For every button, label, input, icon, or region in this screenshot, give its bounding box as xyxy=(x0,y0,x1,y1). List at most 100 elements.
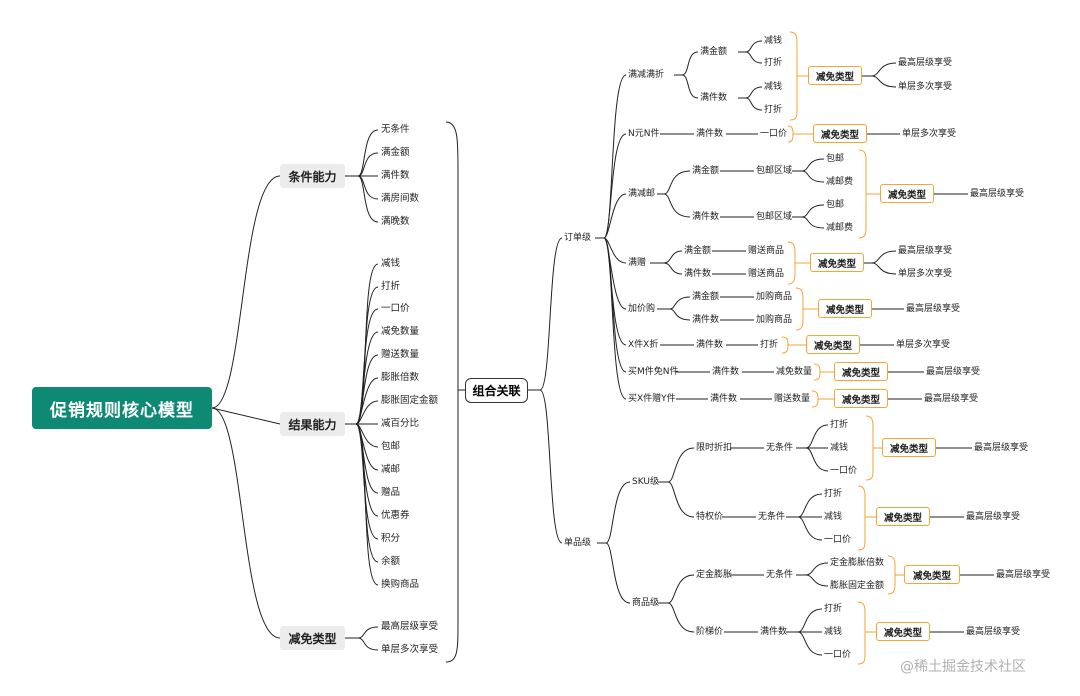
condition-label: 满金额 xyxy=(684,246,712,256)
condition-item: 满件数 xyxy=(381,170,410,181)
condition-label: 无条件 xyxy=(758,512,786,522)
result-label: 减钱 xyxy=(764,36,783,46)
reduction-option: 最高层级享受 xyxy=(898,246,953,256)
reduction-option: 最高层级享受 xyxy=(966,512,1021,522)
reduction-option: 最高层级享受 xyxy=(898,58,953,68)
result-label: 打折 xyxy=(830,420,849,430)
result-item: 余额 xyxy=(381,556,401,567)
result-label: 减邮费 xyxy=(826,223,854,233)
order-level-node: 订单级 xyxy=(564,233,592,243)
condition-label: 满金额 xyxy=(692,292,720,302)
sku-tqj-node: 特权价 xyxy=(696,512,724,522)
condition-label: 满件数 xyxy=(684,269,712,279)
reduction-type-node: 减免类型 xyxy=(280,626,345,650)
result-label: 打折 xyxy=(760,340,779,350)
reduction-type-box: 减免类型 xyxy=(876,622,930,641)
reduction-option: 最高层级享受 xyxy=(906,304,961,314)
condition-label: 满件数 xyxy=(712,367,740,377)
reduction-type-box: 减免类型 xyxy=(834,362,888,381)
reduction-option: 最高层级享受 xyxy=(966,627,1021,637)
reduction-type-box: 减免类型 xyxy=(880,184,934,203)
result-label: 赠送商品 xyxy=(748,246,785,256)
reduction-option: 最高层级享受 xyxy=(924,394,979,404)
reduction-type-box: 减免类型 xyxy=(818,299,872,318)
reduction-item: 单层多次享受 xyxy=(381,644,439,655)
result-label: 减钱 xyxy=(830,443,849,453)
result-label: 包邮 xyxy=(826,154,845,164)
result-item: 一口价 xyxy=(381,303,410,314)
condition-item: 满金额 xyxy=(381,147,410,158)
result-label: 减钱 xyxy=(824,627,843,637)
result-label: 赠送商品 xyxy=(748,269,785,279)
result-label: 打折 xyxy=(824,489,843,499)
reduction-option: 单层多次享受 xyxy=(898,269,953,279)
result-item: 包邮 xyxy=(381,441,401,452)
reduction-type-box: 减免类型 xyxy=(813,124,867,143)
reduction-option: 单层多次享受 xyxy=(898,82,953,92)
order-xjxz-node: X件X折 xyxy=(628,340,659,350)
product-level-node: 商品级 xyxy=(632,598,660,608)
result-label: 减钱 xyxy=(824,512,843,522)
reduction-type-box: 减免类型 xyxy=(882,438,936,457)
result-item: 膨胀固定金额 xyxy=(381,395,439,406)
reduction-type-box: 减免类型 xyxy=(904,565,960,584)
condition-label: 满件数 xyxy=(692,212,720,222)
result-label: 定金膨胀倍数 xyxy=(830,558,885,568)
result-label: 包邮 xyxy=(826,200,845,210)
condition-item: 无条件 xyxy=(381,124,410,135)
result-item: 减邮 xyxy=(381,464,401,475)
condition-label: 满件数 xyxy=(692,315,720,325)
reduction-option: 最高层级享受 xyxy=(926,367,981,377)
result-label: 减钱 xyxy=(764,82,783,92)
reduction-type-box: 减免类型 xyxy=(808,66,862,85)
result-label: 加购商品 xyxy=(756,292,793,302)
reduction-type-box: 减免类型 xyxy=(876,507,930,526)
combination-node: 组合关联 xyxy=(465,378,528,403)
result-capability-node: 结果能力 xyxy=(280,412,345,436)
order-mjmz-node: 满减满折 xyxy=(628,70,665,80)
order-mz-node: 满赠 xyxy=(628,258,647,268)
reduction-type-box: 减免类型 xyxy=(810,253,864,272)
result-label: 一口价 xyxy=(830,466,858,476)
condition-label: 满件数 xyxy=(696,340,724,350)
order-mxzy-node: 买X件赠Y件 xyxy=(628,394,676,404)
result-label: 加购商品 xyxy=(756,315,793,325)
zone-label: 包邮区域 xyxy=(756,212,793,222)
sku-xszk-node: 限时折扣 xyxy=(696,443,733,453)
reduction-type-box: 减免类型 xyxy=(806,335,860,354)
reduction-option: 最高层级享受 xyxy=(970,189,1025,199)
condition-label: 满金额 xyxy=(692,166,720,176)
result-item: 优惠券 xyxy=(381,510,410,521)
order-nyn-node: N元N件 xyxy=(628,129,660,139)
result-item: 减钱 xyxy=(381,258,401,269)
reduction-type-box: 减免类型 xyxy=(834,389,888,408)
result-label: 一口价 xyxy=(760,129,788,139)
result-item: 打折 xyxy=(381,281,401,292)
product-djpz-node: 定金膨胀 xyxy=(696,570,733,580)
item-level-node: 单品级 xyxy=(564,538,592,548)
order-mjy-node: 满减邮 xyxy=(628,189,656,199)
result-label: 打折 xyxy=(824,604,843,614)
result-label: 膨胀固定金额 xyxy=(830,581,885,591)
watermark: @稀土掘金技术社区 xyxy=(900,659,1026,675)
result-item: 减百分比 xyxy=(381,418,420,429)
order-jjg-node: 加价购 xyxy=(628,304,656,314)
result-label: 一口价 xyxy=(824,650,852,660)
condition-capability-node: 条件能力 xyxy=(280,164,345,188)
result-item: 换购商品 xyxy=(381,579,420,590)
result-label: 减免数量 xyxy=(776,367,813,377)
condition-item: 满晚数 xyxy=(381,216,410,227)
zone-label: 包邮区域 xyxy=(756,166,793,176)
order-mmmn-node: 买M件免N件 xyxy=(628,367,679,377)
condition-label: 满件数 xyxy=(696,129,724,139)
condition-label: 满件数 xyxy=(710,394,738,404)
result-label: 打折 xyxy=(764,58,783,68)
reduction-item: 最高层级享受 xyxy=(381,621,439,632)
product-jtj-node: 阶梯价 xyxy=(696,627,724,637)
reduction-option: 最高层级享受 xyxy=(996,570,1051,580)
result-item: 积分 xyxy=(381,533,401,544)
result-item: 赠送数量 xyxy=(381,349,420,360)
result-label: 赠送数量 xyxy=(774,394,811,404)
result-item: 减免数量 xyxy=(381,326,420,337)
